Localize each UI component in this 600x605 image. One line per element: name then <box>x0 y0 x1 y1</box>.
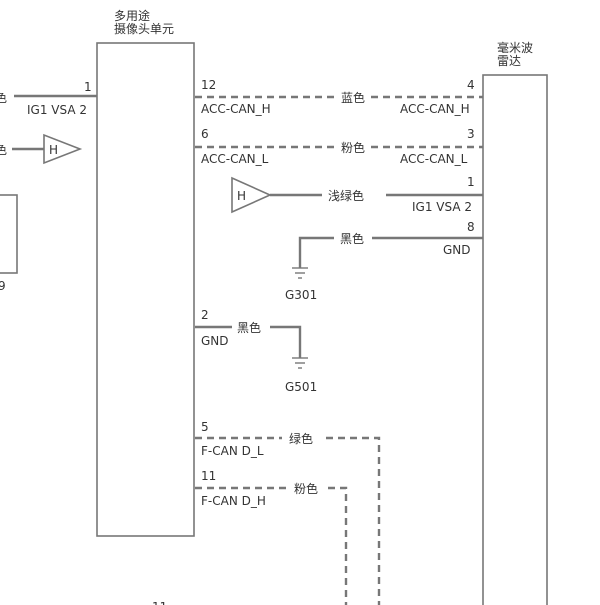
left-wire-color-fragment-mid: 色 <box>0 143 7 157</box>
wire-color-green-label: 绿色 <box>289 431 313 446</box>
radar-pin-1-number: 1 <box>467 175 475 189</box>
wire-fcan-dh-right <box>328 486 348 605</box>
radar-pin-1-signal: IG1 VSA 2 <box>412 200 472 214</box>
camera-pin-5-signal: F-CAN D_L <box>201 444 264 458</box>
camera-pin-12-number: 12 <box>201 78 216 92</box>
camera-unit-box <box>96 42 195 537</box>
radar-pin-8-signal: GND <box>443 243 471 257</box>
h-connector-left <box>43 133 83 165</box>
camera-unit-title-line1: 多用途 <box>114 8 150 23</box>
bottom-cut-off-label: 11 <box>152 600 167 605</box>
radar-pin-3-number: 3 <box>467 127 475 141</box>
wire-color-blue-label: 蓝色 <box>341 91 365 105</box>
h-connector-left-label: H <box>49 143 58 157</box>
h-connector-mid <box>231 176 272 214</box>
camera-pin-11-number: 11 <box>201 469 216 483</box>
wire-color-black-label-camera: 黑色 <box>237 321 261 335</box>
ground-symbol-g501 <box>292 357 308 369</box>
radar-pin-3-signal: ACC-CAN_L <box>400 152 468 166</box>
radar-pin-4-signal: ACC-CAN_H <box>400 102 470 116</box>
radar-unit-title-line1: 毫米波 <box>497 40 533 55</box>
camera-pin-12-signal: ACC-CAN_H <box>201 102 271 116</box>
radar-unit-title-line2: 雷达 <box>497 54 521 68</box>
ground-symbol-g301 <box>292 267 308 279</box>
wire-fcan-dl-right <box>326 436 381 605</box>
camera-pin-2-signal: GND <box>201 334 229 348</box>
wire-color-pink-label-fcan: 粉色 <box>294 482 318 496</box>
ground-label-g501: G501 <box>285 380 317 394</box>
radar-pin-8-number: 8 <box>467 220 475 234</box>
left-wire-color-fragment-top: 色 <box>0 91 7 105</box>
left-partial-pin-number: 9 <box>0 279 6 293</box>
wire-camera-gnd-to-g501 <box>270 325 302 358</box>
camera-pin-5-number: 5 <box>201 420 209 434</box>
left-partial-unit-box <box>0 194 18 274</box>
camera-pin-2-number: 2 <box>201 308 209 322</box>
camera-unit-title-line2: 摄像头单元 <box>114 21 174 36</box>
wire-color-light-green-label: 浅绿色 <box>328 188 364 203</box>
camera-pin-6-signal: ACC-CAN_L <box>201 152 269 166</box>
radar-pin-4-number: 4 <box>467 78 475 92</box>
camera-pin-1-signal: IG1 VSA 2 <box>27 103 87 117</box>
camera-pin-6-number: 6 <box>201 127 209 141</box>
radar-unit-box <box>482 74 548 605</box>
ground-label-g301: G301 <box>285 288 317 302</box>
camera-pin-1-number: 1 <box>84 80 92 94</box>
wire-color-black-label-radar: 黑色 <box>340 232 364 246</box>
wire-radar-gnd-to-g301 <box>298 236 334 268</box>
camera-pin-11-signal: F-CAN D_H <box>201 494 266 508</box>
wire-color-pink-label: 粉色 <box>341 141 365 155</box>
h-connector-mid-label: H <box>237 189 246 203</box>
